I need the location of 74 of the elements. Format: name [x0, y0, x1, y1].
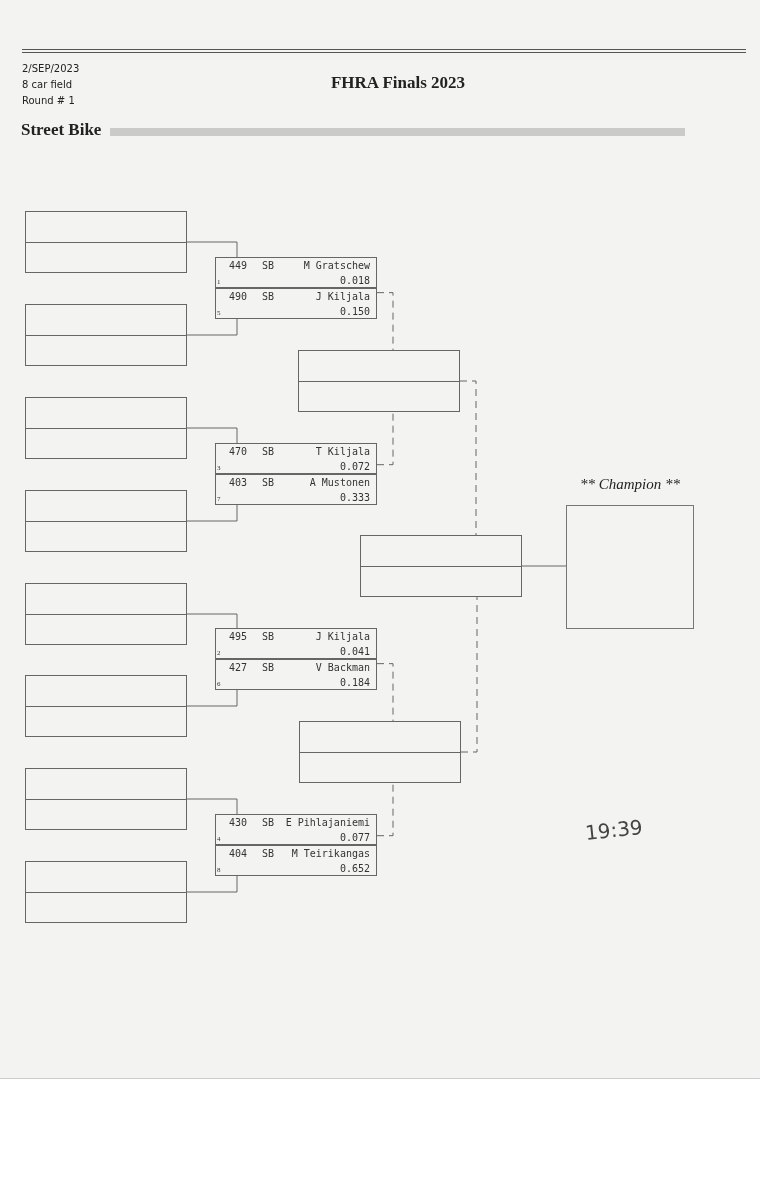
bracket-line: [186, 318, 238, 336]
bracket-line: [186, 241, 238, 258]
empty-entry-box: [25, 768, 187, 830]
class-code: SB: [262, 816, 275, 829]
rider-name: V Backman: [315, 661, 370, 674]
bracket-line: [376, 663, 394, 722]
bracket-line: [376, 782, 394, 837]
rider-name: T Kiljala: [315, 445, 370, 458]
rider-name: E Pihlajaniemi: [285, 816, 370, 829]
car-number: 449: [229, 259, 248, 272]
car-number: 430: [229, 816, 248, 829]
reaction-time: 0.077: [339, 831, 370, 844]
bracket-line: [186, 798, 238, 815]
reaction-time: 0.150: [339, 305, 370, 318]
entry-row: [215, 814, 377, 845]
rider-name: M Gratschew: [303, 259, 370, 272]
empty-entry-box: [25, 490, 187, 552]
champion-panel: [566, 476, 694, 629]
bracket-line: [376, 292, 394, 351]
entry-row: [215, 628, 377, 659]
class-code: SB: [262, 661, 275, 674]
empty-entry-box: [25, 861, 187, 923]
car-number: 404: [229, 847, 248, 860]
reaction-time: 0.041: [339, 645, 370, 658]
class-code: SB: [262, 847, 275, 860]
bracket-line: [186, 504, 238, 522]
reaction-time: 0.333: [339, 491, 370, 504]
entry-row: [215, 443, 377, 474]
empty-entry-box: [25, 397, 187, 459]
entry-row: [215, 257, 377, 288]
rider-name: A Mustonen: [309, 476, 370, 489]
round-text: Round # 1: [22, 95, 75, 106]
bracket-line: [186, 613, 238, 629]
empty-entry-box: [25, 675, 187, 737]
bracket-line: [459, 380, 477, 536]
empty-entry-box: [25, 304, 187, 366]
car-number: 403: [229, 476, 248, 489]
champion-heading: ** Champion **: [579, 476, 681, 493]
rider-name: J Kiljala: [315, 290, 370, 303]
bracket-line: [186, 427, 238, 444]
rider-name: M Teirikangas: [291, 847, 370, 860]
reaction-time: 0.018: [339, 274, 370, 287]
empty-entry-box: [360, 535, 522, 597]
title-text: FHRA Finals 2023: [330, 73, 466, 93]
entry-row: [215, 474, 377, 505]
bracket-line: [376, 411, 394, 466]
class-code: SB: [262, 445, 275, 458]
reaction-time: 0.184: [339, 676, 370, 689]
car-number: 495: [229, 630, 248, 643]
bracket-line: [186, 875, 238, 893]
class-code: SB: [262, 630, 275, 643]
car-number: 470: [229, 445, 248, 458]
class-code: SB: [262, 290, 275, 303]
empty-entry-box: [25, 211, 187, 273]
entry-row: [215, 659, 377, 690]
entry-row: [215, 845, 377, 876]
reaction-time: 0.652: [339, 862, 370, 875]
rider-name: J Kiljala: [315, 630, 370, 643]
entry-row: [215, 288, 377, 319]
class-code: SB: [262, 476, 275, 489]
class-heading: Street Bike: [21, 120, 102, 140]
car-number: 427: [229, 661, 248, 674]
car-number: 490: [229, 290, 248, 303]
empty-entry-box: [298, 350, 460, 412]
field-size-text: 8 car field: [22, 79, 73, 90]
bracket-line: [186, 689, 238, 707]
class-code: SB: [262, 259, 275, 272]
handwritten-time: 19:39: [583, 815, 644, 845]
bracket-line: [521, 565, 567, 567]
reaction-time: 0.072: [339, 460, 370, 473]
date-text: 2/SEP/2023: [22, 63, 80, 74]
empty-entry-box: [299, 721, 461, 783]
empty-entry-box: [25, 583, 187, 645]
bracket-line: [460, 596, 478, 753]
